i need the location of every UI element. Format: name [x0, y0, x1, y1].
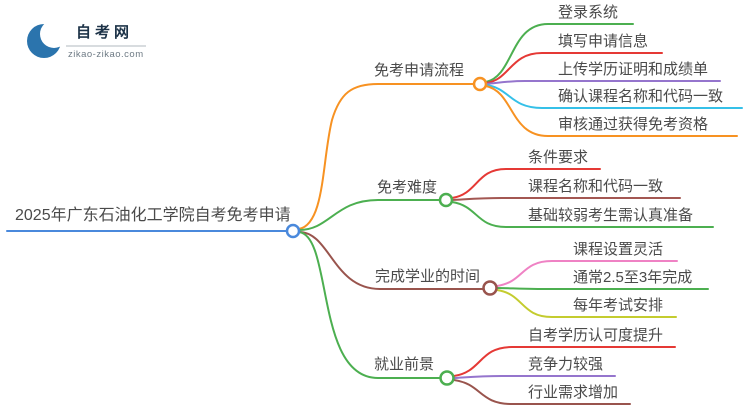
- branch-0-item-1: 填写申请信息: [558, 33, 649, 50]
- branch-0-item-0: 登录系统: [558, 4, 619, 21]
- branch-0-item-2-link: [485, 80, 721, 85]
- branch-0-item-4: 审核通过获得免考资格: [558, 116, 709, 133]
- branch-1-item-2: 基础较弱考生需认真准备: [528, 207, 694, 224]
- branch-0-item-3-link: [485, 84, 743, 109]
- branch-1-item-1: 课程名称和代码一致: [528, 178, 664, 195]
- branch-0-node: [472, 76, 488, 92]
- branch-1-label: 免考难度: [377, 179, 438, 196]
- root-node: [285, 223, 301, 239]
- branch-3-item-1-link: [453, 375, 616, 379]
- branch-0-item-3: 确认课程名称和代码一致: [558, 88, 724, 105]
- branch-2-item-0-link: [496, 260, 678, 287]
- logo-domain: zikao-zikao.com: [68, 49, 144, 60]
- branch-1-item-0: 条件要求: [528, 149, 589, 166]
- branch-1-item-1-link: [451, 197, 681, 201]
- branch-2-node: [482, 280, 498, 296]
- branch-3-item-0: 自考学历认可度提升: [528, 327, 664, 344]
- branch-3-item-1: 竞争力较强: [528, 356, 604, 373]
- main-topic: 2025年广东石油化工学院自考免考申请: [15, 207, 291, 224]
- branch-0-link: [298, 83, 474, 230]
- branch-2-item-0: 课程设置灵活: [573, 241, 664, 258]
- branch-0-item-4-link: [485, 85, 738, 137]
- branch-1-link: [298, 199, 440, 231]
- branch-3-item-2-link: [453, 379, 631, 405]
- branch-1-node: [438, 192, 454, 208]
- branch-0-item-1-link: [485, 52, 663, 84]
- branch-3-label: 就业前景: [374, 356, 435, 373]
- branch-2-item-2-link: [496, 289, 677, 318]
- branch-3-link: [298, 231, 441, 379]
- branch-2-link: [298, 231, 484, 290]
- logo-title: 自考网: [76, 24, 134, 41]
- branch-0-label: 免考申请流程: [374, 62, 465, 79]
- branch-0-item-0-link: [485, 23, 634, 83]
- branch-0-item-2: 上传学历证明和成绩单: [558, 61, 709, 78]
- branch-1-item-2-link: [451, 201, 714, 228]
- branch-2-item-2: 每年考试安排: [573, 297, 664, 314]
- branch-2-label: 完成学业的时间: [375, 268, 481, 285]
- logo-icon: [27, 20, 146, 58]
- branch-3-node: [439, 370, 455, 386]
- branch-2-item-1: 通常2.5至3年完成: [573, 269, 693, 286]
- branch-2-item-1-link: [496, 287, 709, 290]
- logo-crescent-cut: [40, 20, 68, 48]
- branch-3-item-0-link: [453, 346, 676, 377]
- branch-3-item-2: 行业需求增加: [528, 384, 619, 401]
- branch-1-item-0-link: [451, 168, 601, 199]
